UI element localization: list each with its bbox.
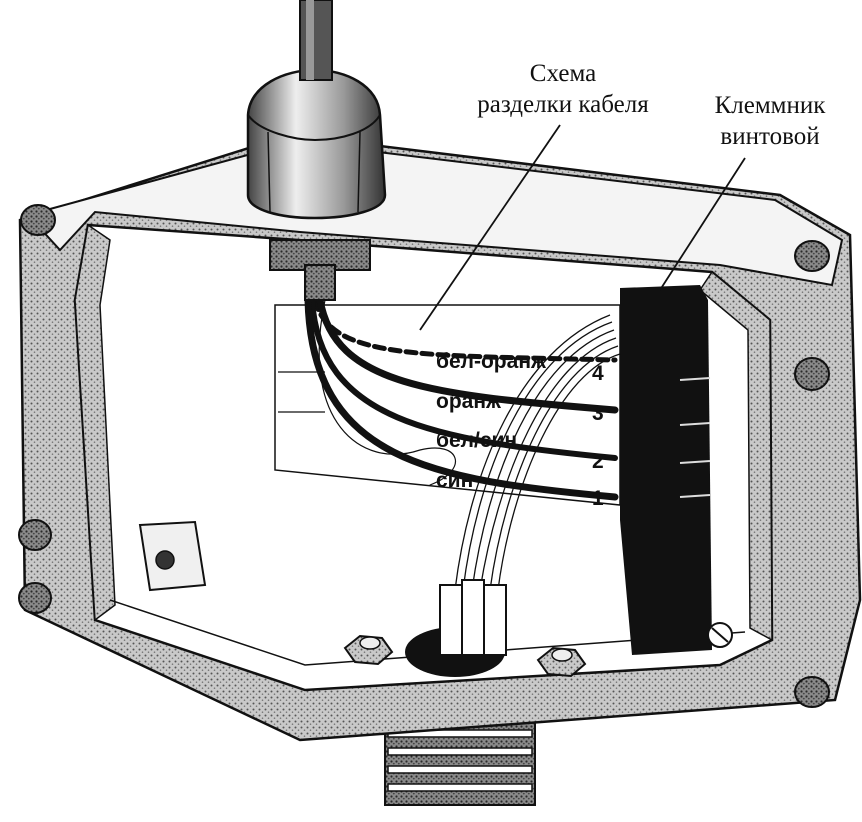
scheme-callout-line1: Схема bbox=[529, 60, 597, 87]
shield-wire bbox=[318, 299, 457, 486]
bottom-cable-cores bbox=[454, 314, 621, 591]
wire-1 bbox=[304, 296, 619, 501]
screw-hole-bottom-right bbox=[794, 676, 830, 708]
corner-screw-holes bbox=[18, 204, 830, 708]
terminal-wires bbox=[304, 296, 619, 501]
screw-hole-mid-right bbox=[794, 357, 830, 391]
wire-label-4: бел-оранж bbox=[436, 350, 547, 373]
terminal-number-1: 1 bbox=[592, 487, 604, 510]
screw-hole-bottom-left bbox=[18, 582, 52, 614]
nut-right bbox=[536, 646, 587, 678]
top-cable-gland bbox=[246, 0, 387, 301]
wire-label-2: бел/син bbox=[436, 429, 517, 452]
terminal-leader-line bbox=[659, 157, 746, 291]
terminal-callout-line2: винтовой bbox=[720, 123, 820, 150]
wire-labels: бел-оранж оранж бел/син син 4 3 2 1 bbox=[436, 350, 604, 510]
terminal-number-3: 3 bbox=[592, 402, 604, 425]
screw-terminal-block bbox=[620, 285, 733, 655]
nut-left bbox=[343, 634, 394, 666]
screw-hole-top-left bbox=[20, 204, 56, 236]
scheme-leader-line bbox=[419, 124, 561, 331]
screw-hole-top-right bbox=[794, 240, 830, 272]
screw-hole-mid-left bbox=[18, 519, 52, 551]
wire-label-1: син bbox=[436, 469, 473, 492]
wire-2 bbox=[309, 297, 618, 461]
terminal-callout-line1: Клеммник bbox=[714, 92, 826, 119]
wire-label-3: оранж bbox=[436, 390, 502, 413]
terminal-callout: Клеммник винтовой bbox=[695, 90, 845, 152]
bottom-cable-sleeves bbox=[405, 579, 507, 677]
floor-nuts bbox=[343, 634, 587, 678]
terminal-number-2: 2 bbox=[592, 450, 604, 473]
terminal-number-4: 4 bbox=[592, 362, 604, 385]
scheme-callout-line2: разделки кабеля bbox=[477, 91, 649, 118]
wire-3 bbox=[316, 296, 619, 414]
terminal-screw bbox=[707, 622, 733, 648]
mounting-tab bbox=[138, 520, 207, 592]
callout-leaders bbox=[419, 124, 746, 331]
scheme-callout: Схема разделки кабеля bbox=[458, 58, 668, 120]
